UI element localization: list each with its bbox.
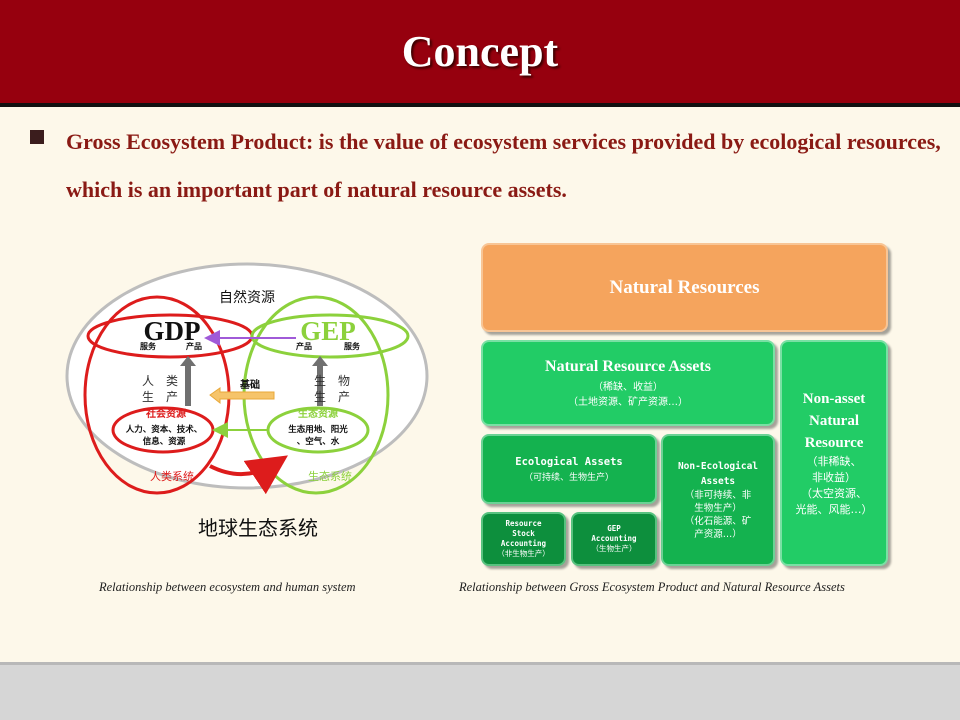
ecological-assets-sub: （可持续、生物生产） [523, 472, 614, 483]
gep-product-label: 产品 [296, 341, 312, 351]
non-eco-sub-1: （非可持续、非 [684, 490, 752, 501]
non-asset-title-2: Natural [809, 413, 859, 429]
non-asset-sub-4: 光能、风能…） [795, 503, 873, 516]
gep-accounting-title-1: GEP [607, 524, 621, 533]
gep-service-label: 服务 [344, 341, 361, 351]
resource-stock-title-2: Stock [512, 529, 535, 538]
non-eco-sub-3: （化石能源、矿 [684, 516, 752, 527]
ecosystem-human-diagram: 自然资源 GDP GEP 服务 产品 产品 服务 人 类 生 产 生 物 生 产… [65, 262, 429, 540]
feedback-arrow [209, 455, 288, 495]
bio-production-label-1: 生 物 [314, 374, 350, 388]
natural-resources-box: Natural Resources [481, 243, 888, 332]
gdp-label: GDP [144, 316, 201, 346]
non-eco-title-1: Non-Ecological [677, 461, 759, 472]
ecological-assets-title: Ecological Assets [515, 455, 623, 468]
eco-items-1: 生态用地、阳光 [288, 424, 348, 435]
non-ecological-assets-box: Non-Ecological Assets （非可持续、非 生物生产） （化石能… [661, 434, 775, 566]
non-eco-sub-2: 生物生产） [694, 503, 742, 514]
gep-accounting-box: GEP Accounting （生物生产） [571, 512, 657, 566]
social-items-1: 人力、资本、技术、 [126, 424, 203, 435]
resource-stock-title-1: Resource [505, 519, 542, 528]
ecological-assets-box: Ecological Assets （可持续、生物生产） [481, 434, 657, 504]
resource-stock-sub: （非生物生产） [497, 549, 550, 558]
human-production-arrow [180, 356, 196, 406]
gep-accounting-title-2: Accounting [591, 534, 637, 543]
resource-stock-title-3: Accounting [500, 539, 547, 548]
bio-production-label-2: 生 产 [314, 390, 350, 404]
earth-ecosystem-label: 地球生态系统 [198, 516, 318, 540]
non-asset-sub-1: （非稀缺、 [806, 455, 862, 468]
foundation-label: 基础 [239, 378, 260, 391]
non-asset-title-1: Non-asset [802, 391, 866, 407]
bio-production-arrow [312, 356, 328, 406]
eco-system-label: 生态系统 [308, 469, 352, 483]
foundation-arrow [209, 387, 275, 405]
nra-line-1: （稀缺、收益） [593, 382, 663, 393]
gdp-product-label: 产品 [186, 341, 202, 351]
gdp-service-label: 服务 [140, 341, 157, 351]
slide-title: Concept [401, 27, 559, 76]
human-production-label-1: 人 类 [142, 374, 178, 388]
title-bar: Concept [0, 0, 960, 107]
eco-items-2: 、空气、水 [297, 436, 340, 447]
footer-bar [0, 662, 960, 720]
resource-stock-accounting-box: Resource Stock Accounting （非生物生产） [481, 512, 566, 566]
nra-line-2: （土地资源、矿产资源…） [568, 397, 688, 408]
nra-title: Natural Resource Assets [545, 358, 711, 375]
social-items-2: 信息、资源 [143, 436, 186, 447]
non-asset-resource-box: Non-asset Natural Resource （非稀缺、 非收益） （太… [780, 340, 888, 566]
non-eco-title-2: Assets [700, 476, 736, 487]
non-asset-sub-2: 非收益） [812, 471, 856, 484]
human-production-label-2: 生 产 [142, 390, 178, 404]
bullet-text: Gross Ecosystem Product: is the value of… [66, 129, 941, 202]
gep-accounting-sub: （生物生产） [591, 544, 637, 553]
right-diagram-caption: Relationship between Gross Ecosystem Pro… [459, 580, 845, 594]
non-eco-sub-4: 产资源…） [694, 529, 742, 540]
social-resources-label: 社会资源 [145, 407, 186, 420]
left-diagram-caption: Relationship between ecosystem and human… [99, 580, 356, 594]
non-asset-sub-3: （太空资源、 [801, 487, 867, 500]
human-system-label: 人类系统 [150, 469, 194, 483]
non-asset-title-3: Resource [804, 435, 864, 451]
natural-resources-title: Natural Resources [609, 276, 760, 298]
eco-resources-label: 生态资源 [298, 407, 338, 420]
natural-resources-label: 自然资源 [219, 289, 275, 306]
gep-label: GEP [300, 316, 356, 346]
natural-resource-assets-box: Natural Resource Assets （稀缺、收益） （土地资源、矿产… [481, 340, 775, 426]
gep-ellipse [250, 313, 410, 359]
bullet-square-icon [30, 130, 44, 144]
